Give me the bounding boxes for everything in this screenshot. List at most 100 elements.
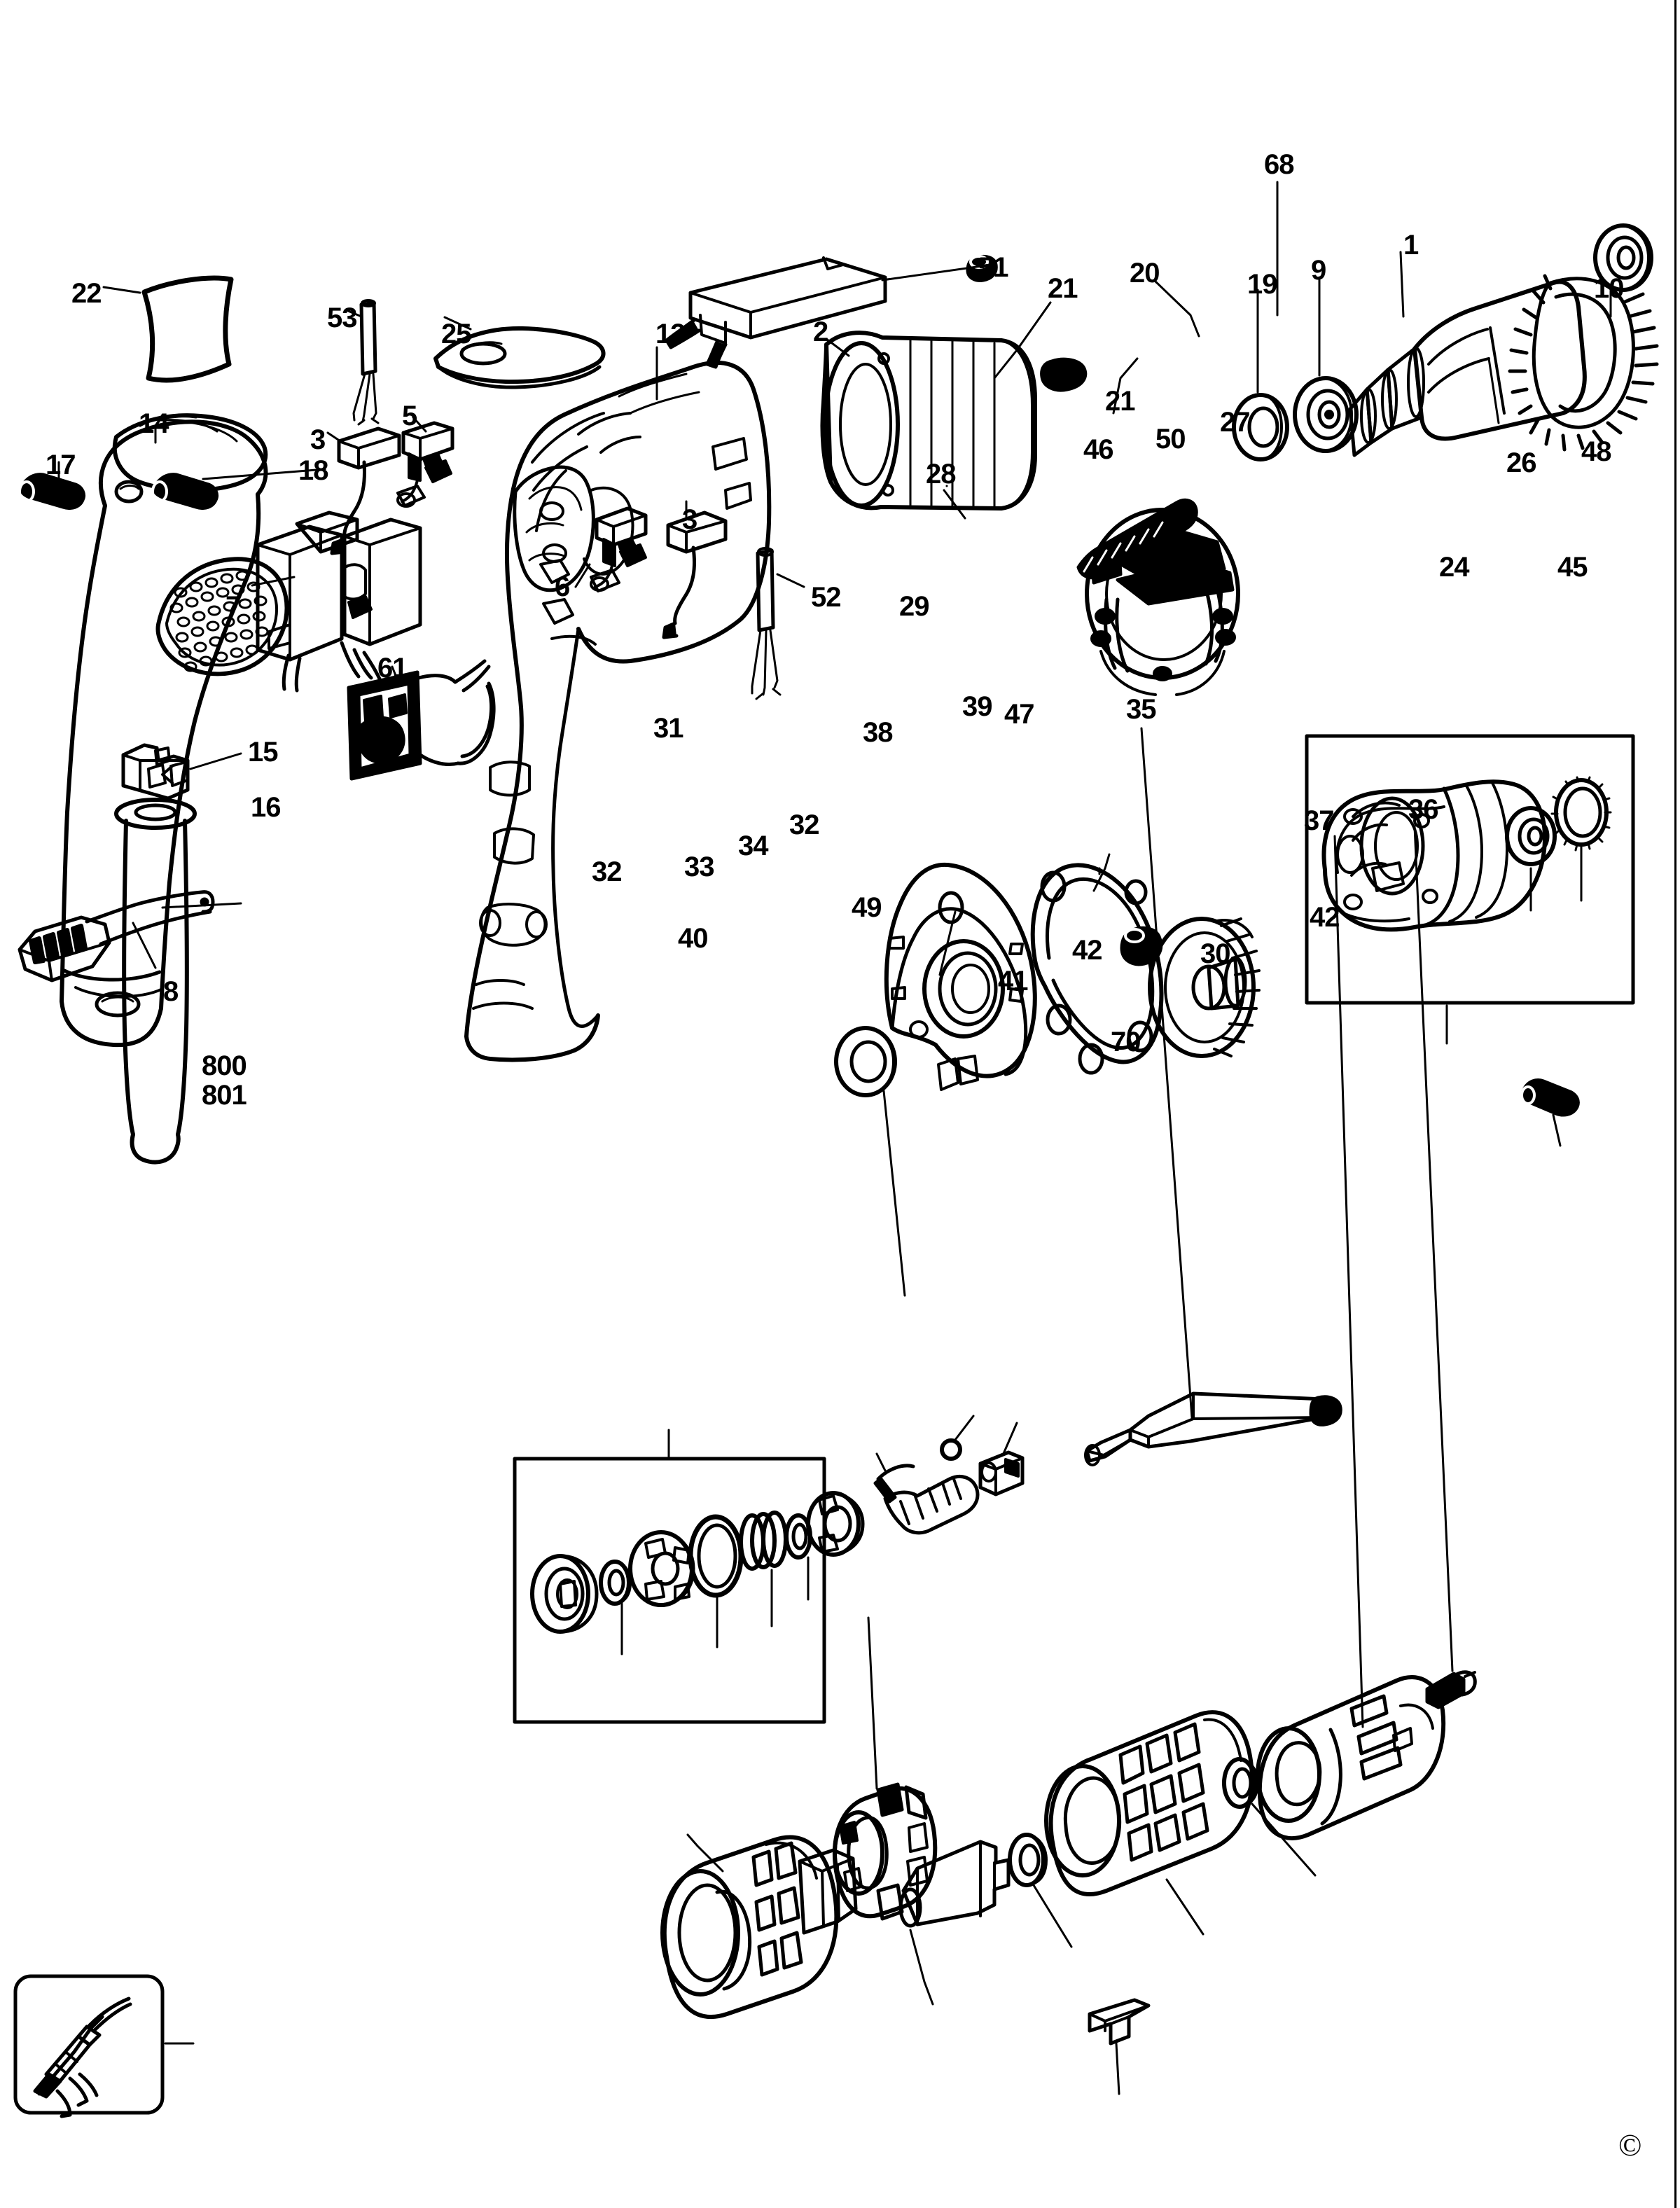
callout-53: 53 xyxy=(327,303,357,333)
callout-31: 31 xyxy=(653,713,683,744)
callout-45: 45 xyxy=(1557,552,1588,583)
part-3-brush-lower xyxy=(662,511,728,639)
callout-32-left: 32 xyxy=(592,856,622,887)
callout-42-mid: 42 xyxy=(1072,935,1102,966)
callout-21-lower: 21 xyxy=(1105,386,1135,417)
callout-51: 51 xyxy=(978,252,1008,283)
callout-30: 30 xyxy=(1200,938,1230,969)
callout-21-upper: 21 xyxy=(1048,273,1078,304)
part-16-side-handle xyxy=(114,798,197,1165)
callout-7: 7 xyxy=(225,591,241,622)
callout-27: 27 xyxy=(1220,407,1250,438)
part-40-chuck-body xyxy=(660,1835,858,2020)
callout-3-lower: 3 xyxy=(682,504,697,535)
callout-49: 49 xyxy=(852,892,882,923)
part-24-gearcase xyxy=(1321,779,1547,932)
part-15-clip xyxy=(121,743,190,800)
part-51-module xyxy=(665,256,887,369)
callout-68: 68 xyxy=(1264,149,1294,180)
callout-5: 5 xyxy=(402,401,417,431)
part-49-collar xyxy=(832,1782,938,1921)
callout-50: 50 xyxy=(1155,424,1186,454)
part-46-gasket xyxy=(1030,863,1164,1075)
callout-32-right: 32 xyxy=(789,810,819,840)
part-48-retaining-ring xyxy=(1550,776,1612,852)
callout-28: 28 xyxy=(926,459,956,489)
part-45-screw xyxy=(1520,1078,1580,1117)
callout-61: 61 xyxy=(377,653,408,683)
callout-22: 22 xyxy=(71,278,102,309)
part-26-bearing xyxy=(1505,806,1557,866)
callout-24: 24 xyxy=(1439,552,1469,583)
callout-16: 16 xyxy=(251,792,281,823)
callout-34: 34 xyxy=(738,831,768,861)
part-5-brush-holder-upper xyxy=(396,421,454,508)
copyright-mark: © xyxy=(1618,2128,1642,2162)
part-50-pin xyxy=(1120,926,1163,966)
callout-1: 1 xyxy=(1403,230,1419,261)
callout-15: 15 xyxy=(248,737,278,768)
part-38-spindle xyxy=(873,1464,980,1535)
callout-35: 35 xyxy=(1126,694,1156,725)
callout-33: 33 xyxy=(684,852,714,882)
part-9-bearing xyxy=(1293,376,1359,453)
box-800-801 xyxy=(13,1974,165,2118)
callout-36: 36 xyxy=(1408,794,1438,825)
callout-41: 41 xyxy=(998,966,1028,997)
part-68-screw xyxy=(1076,498,1198,580)
part-42-washer-mid xyxy=(1008,1833,1048,1887)
callout-14: 14 xyxy=(139,408,169,439)
callout-8: 8 xyxy=(163,976,179,1007)
part-29-seal xyxy=(834,1026,897,1097)
part-22-nameplate xyxy=(141,275,234,383)
callout-42-right: 42 xyxy=(1310,902,1340,933)
part-1-armature xyxy=(1348,274,1659,457)
part-17-screw xyxy=(18,473,86,511)
part-31-contents xyxy=(530,1491,865,1634)
part-36-bit xyxy=(1425,1670,1477,1709)
callout-3-upper: 3 xyxy=(310,424,326,455)
handle-vent-pad xyxy=(155,557,289,676)
part-28-gearcase-plate xyxy=(884,862,1037,1091)
callout-46: 46 xyxy=(1083,434,1113,465)
callout-9: 9 xyxy=(1311,255,1326,286)
callout-13: 13 xyxy=(655,319,686,349)
part-7-switch xyxy=(256,511,422,693)
callout-6: 6 xyxy=(555,571,570,602)
part-6-brush-holder-lower xyxy=(590,506,648,592)
part-47-collar xyxy=(978,1450,1025,1497)
box-24 xyxy=(1305,734,1635,1005)
callout-39: 39 xyxy=(962,691,992,722)
callout-29: 29 xyxy=(899,591,929,622)
callout-38: 38 xyxy=(863,717,893,748)
part-52-rod xyxy=(751,547,782,700)
part-27-gear xyxy=(1148,917,1261,1058)
callout-18: 18 xyxy=(298,455,328,486)
callout-26: 26 xyxy=(1506,447,1536,478)
part-53-brush-rod xyxy=(352,299,380,426)
callout-2: 2 xyxy=(813,317,828,347)
callout-20: 20 xyxy=(1130,258,1160,289)
page-border-right xyxy=(1674,0,1676,2208)
part-35-bit-holder xyxy=(1084,1391,1342,1466)
part-8-cord xyxy=(18,890,215,983)
callout-52: 52 xyxy=(811,582,841,613)
callout-800-801: 800 801 xyxy=(202,1050,247,1111)
callout-70: 70 xyxy=(1111,1027,1141,1057)
callout-25: 25 xyxy=(441,319,471,349)
part-21-pin-lower xyxy=(1040,357,1088,392)
callout-37: 37 xyxy=(1304,805,1334,836)
callout-48: 48 xyxy=(1581,436,1611,467)
part-13-housing xyxy=(464,360,772,1062)
part-37-sleeve xyxy=(1256,1675,1446,1840)
callout-40: 40 xyxy=(678,923,708,954)
part-19-washer xyxy=(1232,393,1289,461)
part-25-cover-plate xyxy=(433,326,606,389)
part-14-handle xyxy=(60,413,289,1048)
part-30-chuck-sleeve xyxy=(1044,1710,1254,1896)
callout-17: 17 xyxy=(46,450,76,480)
callout-19: 19 xyxy=(1247,269,1277,300)
callout-10: 10 xyxy=(1594,273,1624,304)
